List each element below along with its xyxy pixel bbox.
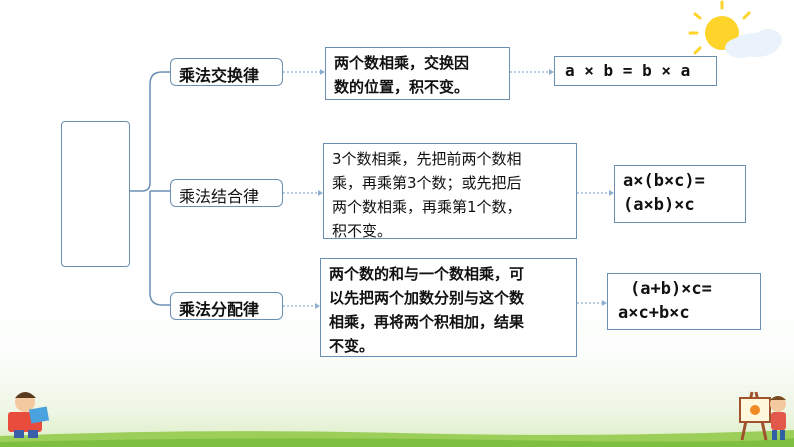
description-line: 不变。 [329,337,375,355]
formula-distributive: (a+b)×c= a×c+b×c [607,273,761,330]
description-distributive: 两个数的和与一个数相乘，可 以先把两个加数分别与这个数 相乘，再将两个积相加，结… [320,258,577,357]
formula-line: a×(b×c)= [623,171,705,191]
law-name-commutative: 乘法交换律 [170,58,283,86]
law-name-distributive: 乘法分配律 [170,292,283,320]
root-box [61,121,130,267]
formula-line: (a+b)×c= [630,279,712,299]
formula-line: a×c+b×c [618,303,690,323]
description-line: 乘，再乘第3个数；或先把后 [332,174,522,192]
description-line: 积不变。 [332,222,393,240]
description-associative: 3个数相乘，先把前两个数相 乘，再乘第3个数；或先把后 两个数相乘，再乘第1个数… [323,143,577,240]
description-line: 以先把两个加数分别与这个数 [329,289,525,307]
formula-commutative: a × b = b × a [554,56,717,86]
description-line: 数的位置，积不变。 [334,78,470,96]
formula-line: (a×b)×c [623,195,695,215]
description-line: 3个数相乘，先把前两个数相 [332,150,522,168]
formula-line: a × b = b × a [565,61,691,80]
law-name-associative: 乘法结合律 [170,179,283,207]
bracket-line [130,71,174,306]
description-line: 两个数的和与一个数相乘，可 [329,265,525,283]
description-line: 相乘，再将两个积相加，结果 [329,313,525,331]
description-commutative: 两个数相乘，交换因 数的位置，积不变。 [325,47,510,100]
formula-associative: a×(b×c)= (a×b)×c [614,165,746,223]
description-line: 两个数相乘，再乘第1个数， [332,198,522,216]
description-line: 两个数相乘，交换因 [334,54,470,72]
